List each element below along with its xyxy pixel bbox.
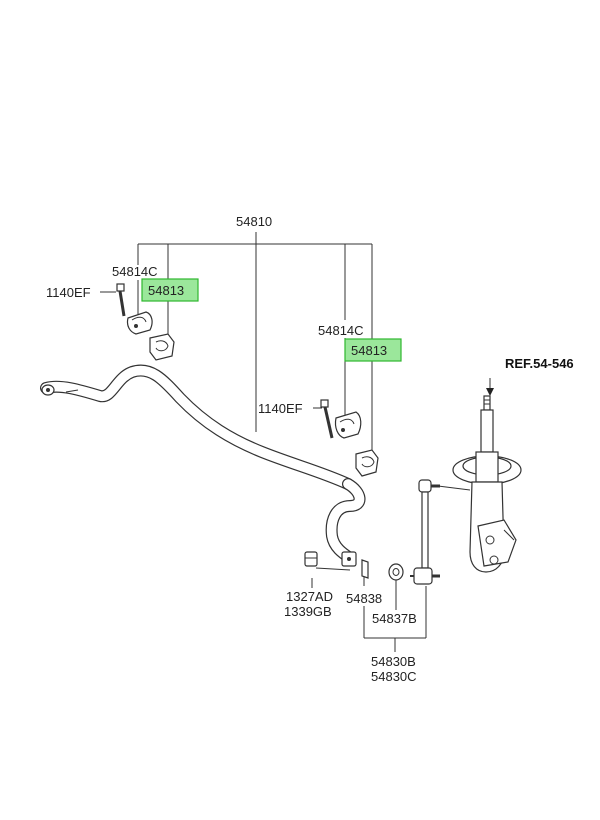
bolt-right[interactable] [320,399,334,439]
ref-arrow-icon [486,388,494,396]
label-bushing-right[interactable]: 54813 [351,343,387,358]
label-nut-a[interactable]: 1327AD [286,589,333,604]
leader-lines [100,232,494,652]
label-link-assembly-2[interactable]: 54830C [371,669,417,684]
label-washer[interactable]: 54838 [346,591,382,606]
label-bracket-left[interactable]: 54814C [112,264,158,279]
label-nut-b[interactable]: 1339GB [284,604,332,619]
bushing-left[interactable] [149,333,175,361]
washer-part[interactable] [361,559,369,579]
nut[interactable] [304,551,318,567]
label-bushing-left[interactable]: 54813 [148,283,184,298]
stabilizer-bar[interactable] [40,364,366,567]
bushing-left-highlight[interactable] [141,278,199,302]
label-link-part[interactable]: 54837B [372,611,417,626]
label-54810[interactable]: 54810 [236,214,272,229]
bolt-left[interactable] [116,283,126,317]
label-bolt-left[interactable]: 1140EF [46,285,91,300]
bushing-right[interactable] [355,449,379,477]
label-link-assembly-1[interactable]: 54830B [371,654,416,669]
bracket-left[interactable] [126,311,153,335]
bushing-right-highlight[interactable] [344,338,402,362]
label-bracket-right[interactable]: 54814C [318,323,364,338]
label-reference[interactable]: REF.54-546 [505,356,574,371]
stabilizer-link[interactable] [410,479,440,585]
bracket-right[interactable] [334,411,362,439]
strut-assembly[interactable] [452,395,522,573]
link-nut[interactable] [388,563,404,581]
label-bolt-right[interactable]: 1140EF [258,401,303,416]
